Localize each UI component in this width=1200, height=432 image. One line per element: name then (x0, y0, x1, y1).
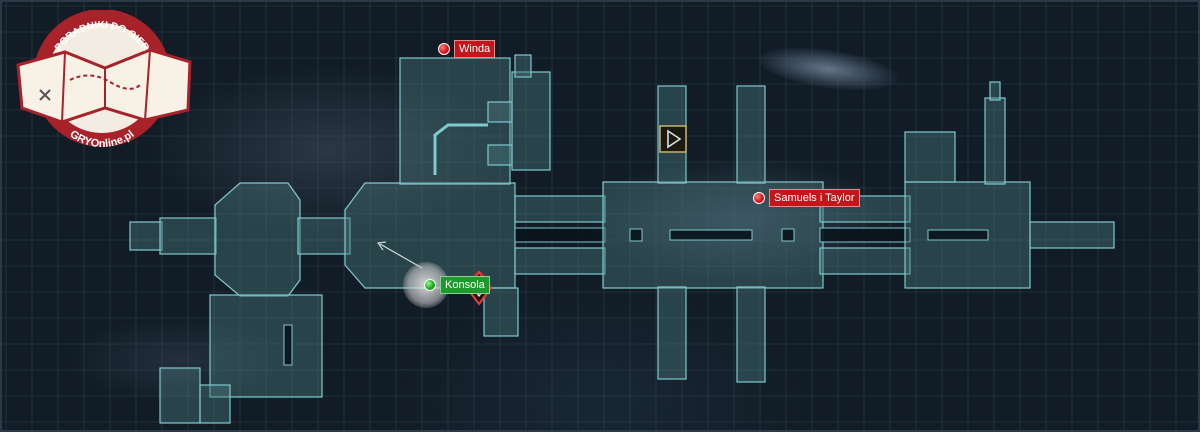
room (159, 367, 201, 424)
room (344, 182, 516, 289)
marker-winda[interactable]: Winda (438, 40, 496, 58)
room (129, 221, 163, 251)
room (629, 228, 643, 242)
room (209, 294, 323, 398)
room (736, 286, 766, 383)
room (514, 227, 606, 243)
room (214, 182, 301, 297)
room (781, 228, 795, 242)
room (736, 85, 766, 184)
corridor (433, 123, 488, 175)
play-triangle-icon[interactable] (659, 125, 687, 153)
marker-label: Winda (454, 40, 496, 58)
room (483, 287, 519, 337)
room (1029, 221, 1115, 249)
gryonline-logo: PORADNIKI DO GIER GRYOnline.pl (16, 10, 192, 150)
right-section (819, 81, 1115, 289)
right-center-section (602, 85, 824, 383)
red-pin-icon (753, 192, 765, 204)
room (283, 324, 293, 366)
red-pin-icon (438, 43, 450, 55)
room (989, 81, 1001, 101)
room (904, 131, 956, 183)
room (819, 227, 911, 243)
room (297, 217, 351, 255)
center-section (344, 54, 551, 337)
room (669, 229, 753, 241)
map-icon (16, 48, 192, 124)
green-pin-icon (424, 279, 436, 291)
room (511, 71, 551, 171)
marker-label: Konsola (440, 276, 490, 294)
left-section (129, 182, 351, 424)
room (514, 54, 532, 78)
room (819, 247, 911, 275)
room (487, 101, 513, 123)
marker-konsola[interactable]: Konsola (424, 276, 490, 294)
connector-section (514, 195, 606, 275)
room (159, 217, 217, 255)
room (487, 144, 513, 166)
room (984, 97, 1006, 185)
marker-label: Samuels i Taylor (769, 189, 860, 207)
marker-samuels-i-taylor[interactable]: Samuels i Taylor (753, 189, 860, 207)
room (399, 57, 511, 185)
room (514, 195, 606, 223)
room (657, 286, 687, 380)
room (927, 229, 989, 241)
room (199, 384, 231, 424)
room (514, 247, 606, 275)
